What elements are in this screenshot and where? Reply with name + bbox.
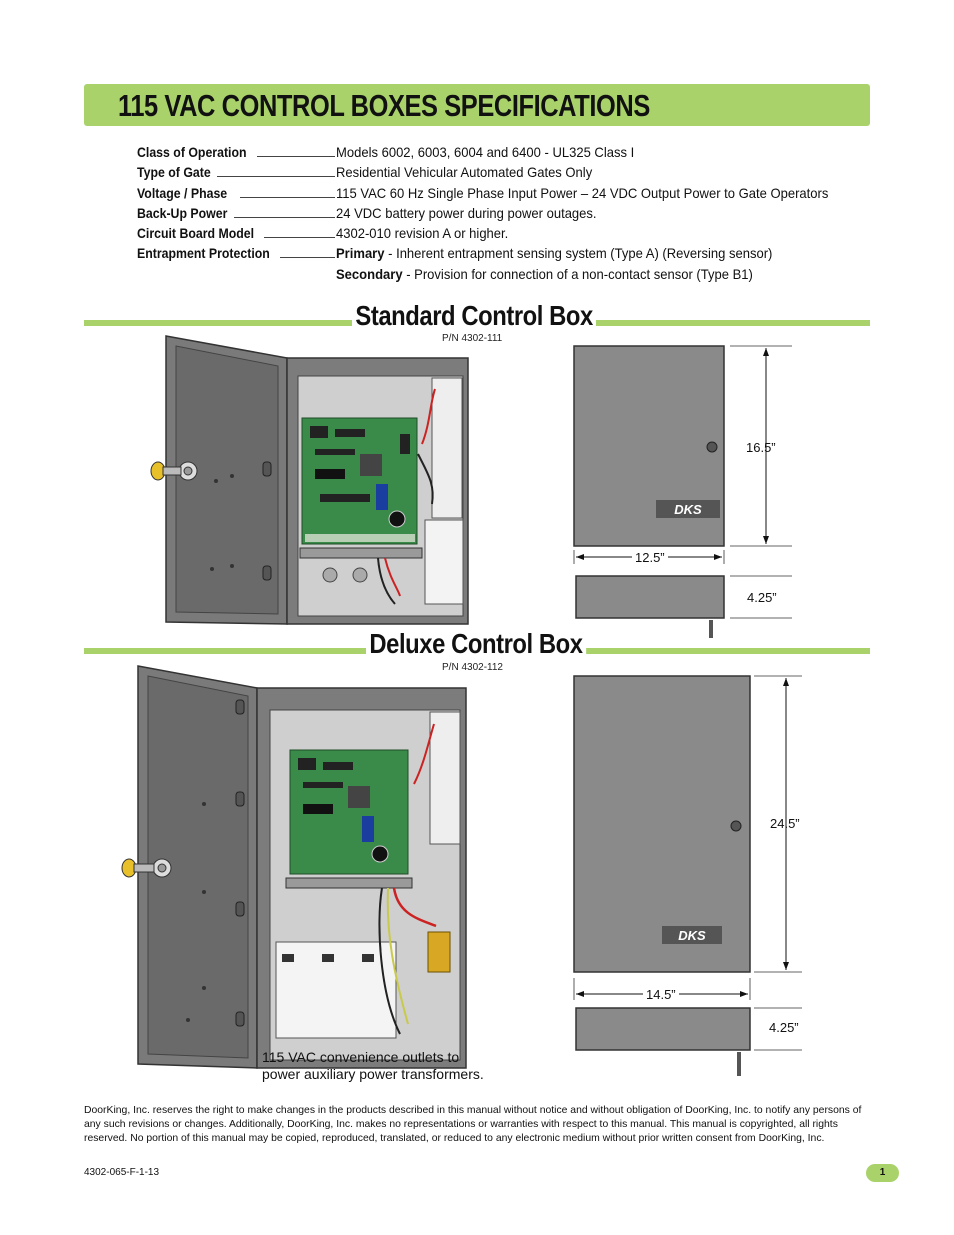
leader-line xyxy=(280,257,335,258)
page-title: 115 VAC CONTROL BOXES SPECIFICATIONS xyxy=(118,88,650,123)
spec-label: Voltage / Phase xyxy=(137,185,228,201)
spec-label: Back-Up Power xyxy=(137,205,228,221)
disclaimer-text: DoorKing, Inc. reserves the right to mak… xyxy=(84,1105,862,1144)
part-number-standard: P/N 4302-111 xyxy=(442,333,503,344)
deluxe-box-front-view: DKS xyxy=(573,675,802,1076)
dimension-height-standard: 16.5” xyxy=(746,440,776,455)
dks-logo: DKS xyxy=(674,502,702,517)
spec-value: Models 6002, 6003, 6004 and 6400 - UL325… xyxy=(336,144,635,160)
leader-line xyxy=(217,176,335,177)
spec-label: Circuit Board Model xyxy=(137,225,255,241)
standard-box-open-illustration xyxy=(150,335,469,625)
spec-value: Secondary - Provision for connection of … xyxy=(336,266,753,282)
title-banner xyxy=(84,84,870,126)
dimension-depth-deluxe: 4.25” xyxy=(769,1020,799,1035)
dimension-width-standard: 12.5” xyxy=(632,550,668,565)
dks-logo: DKS xyxy=(678,928,706,943)
leader-line xyxy=(264,237,335,238)
dimension-height-deluxe: 24.5” xyxy=(770,816,800,831)
spec-label: Type of Gate xyxy=(137,164,211,180)
spec-value: Residential Vehicular Automated Gates On… xyxy=(336,164,593,180)
leader-line xyxy=(240,197,335,198)
section-title-deluxe: Deluxe Control Box xyxy=(366,628,586,660)
section-title-standard: Standard Control Box xyxy=(352,300,597,332)
spec-value: 4302-010 revision A or higher. xyxy=(336,225,509,241)
standard-box-front-view: DKS xyxy=(573,345,792,638)
document-number: 4302-065-F-1-13 xyxy=(84,1167,160,1178)
outlets-caption: 115 VAC convenience outlets to power aux… xyxy=(262,1049,484,1083)
spec-label: Entrapment Protection xyxy=(137,245,270,261)
deluxe-box-open-illustration xyxy=(121,665,467,1069)
dimension-width-deluxe: 14.5” xyxy=(643,987,679,1002)
leader-line xyxy=(257,156,335,157)
page-number-badge: 1 xyxy=(866,1164,899,1182)
part-number-deluxe: P/N 4302-112 xyxy=(442,662,503,673)
caption-line: power auxiliary power transformers. xyxy=(262,1066,484,1082)
leader-line xyxy=(234,217,335,218)
spec-value: Primary - Inherent entrapment sensing sy… xyxy=(336,245,773,261)
dimension-depth-standard: 4.25” xyxy=(747,590,777,605)
spec-value: 24 VDC battery power during power outage… xyxy=(336,205,597,221)
caption-line: 115 VAC convenience outlets to xyxy=(262,1049,460,1065)
spec-value: 115 VAC 60 Hz Single Phase Input Power –… xyxy=(336,185,829,201)
spec-label: Class of Operation xyxy=(137,144,247,160)
